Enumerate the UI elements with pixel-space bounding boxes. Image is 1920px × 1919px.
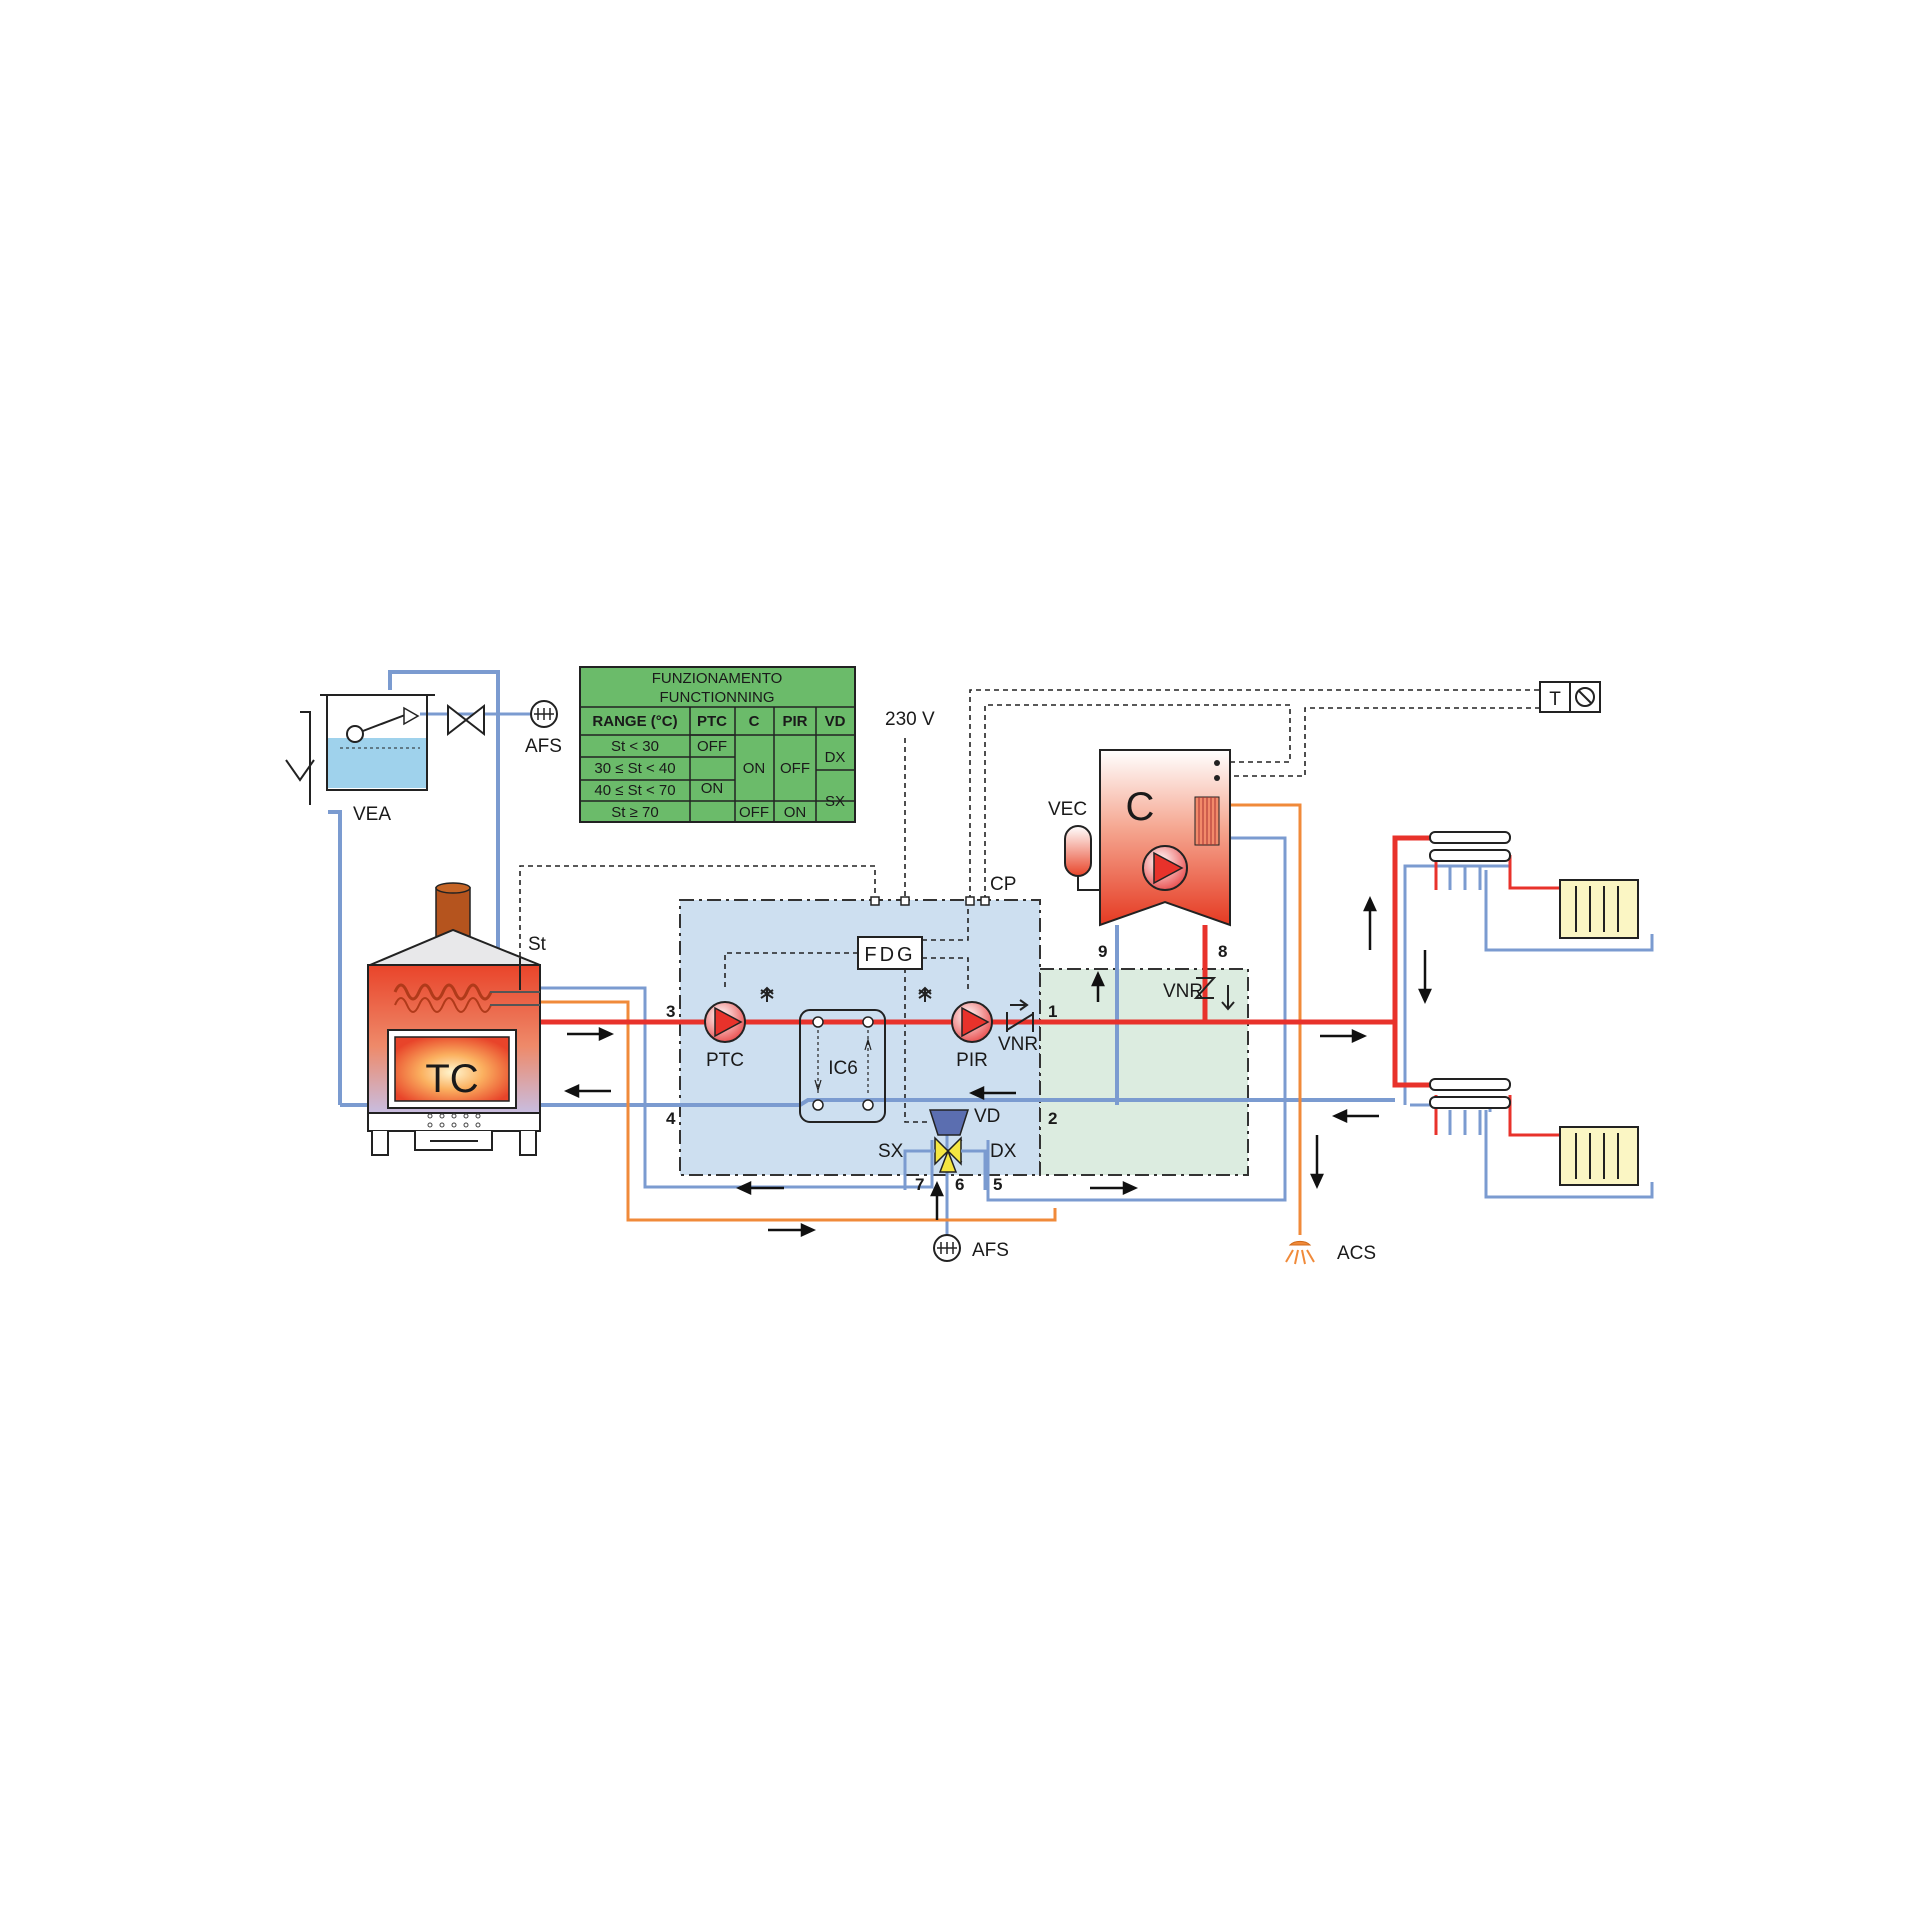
afs-top-meter-icon	[530, 700, 558, 728]
ptc-pump-icon	[704, 986, 774, 1043]
afs-bottom-label: AFS	[972, 1240, 1009, 1261]
tc-stove	[367, 882, 541, 1156]
flow-arrows	[563, 895, 1432, 1237]
table-vd-dx: DX	[825, 749, 846, 766]
sx-label: SX	[878, 1141, 904, 1162]
boiler-c-label: C	[1126, 785, 1155, 829]
table-header-c: C	[749, 713, 760, 730]
table-range-4: St ≥ 70	[611, 804, 658, 821]
table-pir-on: ON	[784, 804, 807, 821]
boiler-c	[1099, 749, 1231, 927]
ptc-label: PTC	[706, 1050, 744, 1071]
module-terminals	[870, 896, 990, 906]
vea-expansion-tank	[285, 694, 485, 805]
radiator-bottom	[1559, 1126, 1639, 1186]
table-vd-sx: SX	[825, 793, 845, 810]
table-c-on: ON	[743, 760, 766, 777]
table-c-off: OFF	[739, 804, 769, 821]
table-header-vd: VD	[825, 713, 846, 730]
230v-label: 230 V	[885, 709, 935, 730]
pir-label: PIR	[956, 1050, 988, 1071]
table-range-2: 30 ≤ St < 40	[594, 760, 675, 777]
table-range-3: 40 ≤ St < 70	[594, 782, 675, 799]
port-9: 9	[1098, 942, 1107, 961]
port-8: 8	[1218, 942, 1227, 961]
manifold-bottom	[1429, 1078, 1511, 1109]
ic6-exchanger	[799, 1009, 886, 1123]
return-pipes	[328, 670, 1654, 1235]
ic6-label: IC6	[828, 1058, 858, 1079]
port-1: 1	[1048, 1002, 1057, 1021]
vd-label: VD	[974, 1106, 1000, 1127]
table-header-range: RANGE (°C)	[592, 713, 677, 730]
port-2: 2	[1048, 1109, 1057, 1128]
manifold-top	[1429, 831, 1511, 862]
vnr-boiler-check-valve-icon	[1193, 977, 1235, 1011]
vec-expansion-vessel-icon	[1064, 825, 1100, 891]
module-green-zone	[1039, 968, 1249, 1176]
fdg-label: FDG	[864, 944, 915, 966]
table-range-1: St < 30	[611, 738, 659, 755]
pir-pump-icon	[760, 986, 993, 1043]
dx-label: DX	[990, 1141, 1017, 1162]
vea-label: VEA	[353, 804, 391, 825]
vd-diverter-valve-icon	[903, 1109, 987, 1190]
afs-top-label: AFS	[525, 736, 562, 757]
functioning-table	[579, 666, 856, 823]
tc-label: TC	[425, 1057, 478, 1101]
thermostat-icon	[1539, 681, 1601, 713]
table-title-2: FUNCTIONNING	[660, 689, 775, 706]
cp-label: CP	[990, 874, 1016, 895]
port-6: 6	[955, 1175, 964, 1194]
vnr-check-valve-icon	[1006, 999, 1034, 1032]
port-3: 3	[666, 1002, 675, 1021]
table-header-pir: PIR	[782, 713, 807, 730]
vec-label: VEC	[1048, 799, 1087, 820]
table-ptc-on: ON	[701, 780, 724, 797]
table-ptc-off: OFF	[697, 738, 727, 755]
table-pir-off: OFF	[780, 760, 810, 777]
vnr-boiler-label: VNR	[1163, 981, 1203, 1002]
port-5: 5	[993, 1175, 1002, 1194]
thermostat-t-label: T	[1549, 689, 1561, 710]
table-header-ptc: PTC	[697, 713, 727, 730]
dhw-pipes	[540, 803, 1302, 1235]
st-sensor-label: St	[528, 934, 547, 955]
control-wiring	[519, 689, 1548, 1123]
vnr-main-label: VNR	[998, 1034, 1038, 1055]
table-title-1: FUNZIONAMENTO	[652, 670, 783, 687]
fdg-controller	[857, 936, 923, 970]
port-7: 7	[915, 1175, 924, 1194]
acs-shower-icon	[1285, 1240, 1315, 1265]
port-4: 4	[666, 1109, 676, 1128]
acs-label: ACS	[1337, 1243, 1376, 1264]
radiator-top	[1559, 879, 1639, 939]
afs-bottom-meter-icon	[933, 1234, 961, 1262]
